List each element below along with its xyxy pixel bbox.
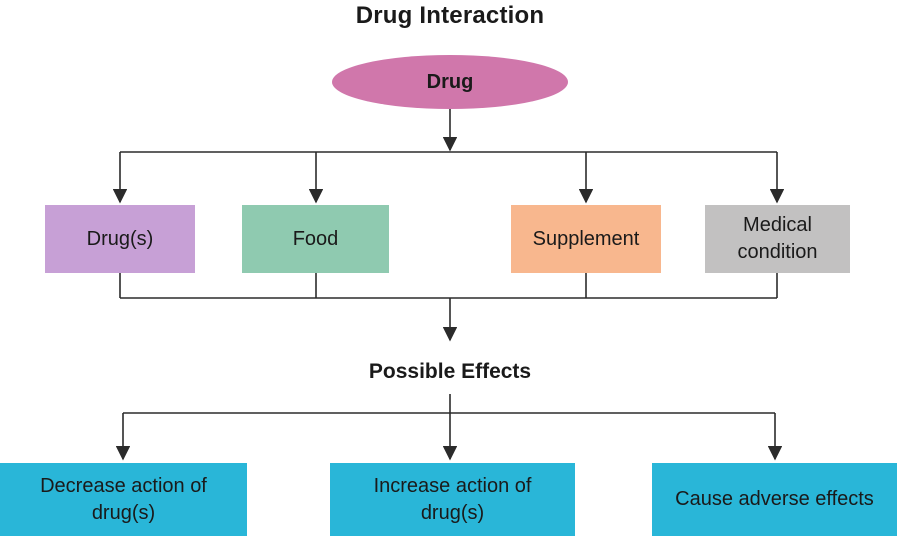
root-node-label: Drug: [426, 70, 474, 93]
node-decrease-action: Decrease action of drug(s): [0, 463, 247, 536]
node-increase-action-label: Increase action of drug(s): [373, 474, 532, 524]
root-node-drug: Drug: [332, 55, 568, 109]
diagram-title: Drug Interaction: [355, 2, 545, 29]
node-medical-condition-label: Medical condition: [737, 214, 818, 263]
possible-effects-label: Possible Effects: [368, 360, 532, 383]
node-drugs: Drug(s): [45, 205, 195, 273]
node-supplement: Supplement: [511, 205, 661, 273]
node-medical-condition: Medical condition: [705, 205, 850, 273]
node-supplement-label: Supplement: [532, 227, 640, 250]
node-adverse-effects: Cause adverse effects: [652, 463, 897, 536]
node-food-label: Food: [292, 227, 339, 250]
node-increase-action: Increase action of drug(s): [330, 463, 575, 536]
node-decrease-action-label: Decrease action of drug(s): [40, 474, 207, 524]
node-adverse-effects-label: Cause adverse effects: [675, 488, 874, 510]
node-drugs-label: Drug(s): [86, 227, 154, 250]
node-food: Food: [242, 205, 389, 273]
